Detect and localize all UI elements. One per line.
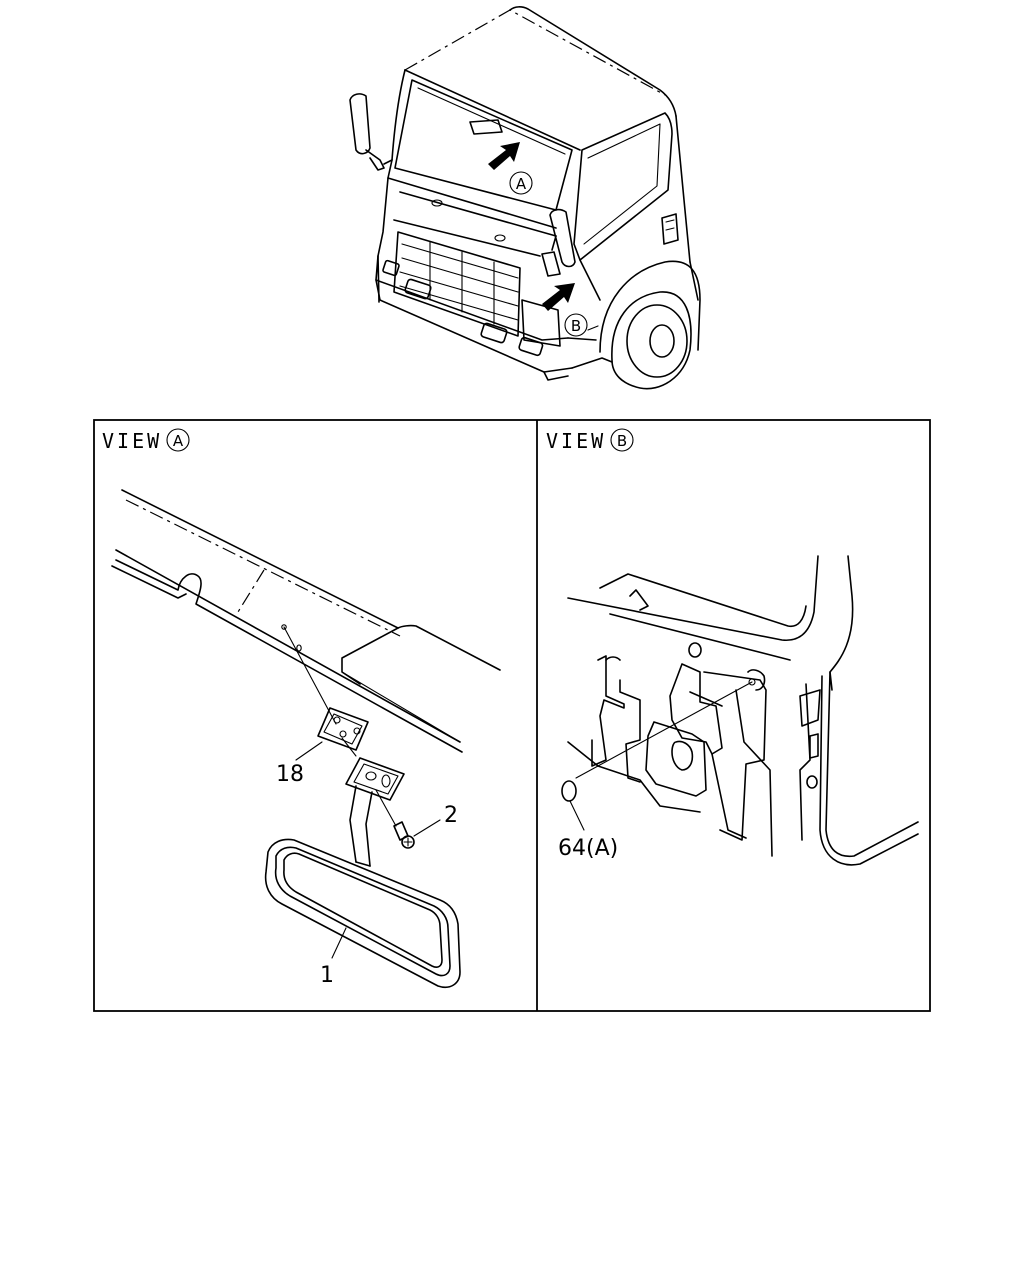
- truck-cab-overview: [349, 6, 701, 390]
- callout-18: 18: [276, 762, 304, 787]
- view-b-marker: B: [564, 313, 599, 337]
- view-a-panel: VIEW A 18: [102, 428, 501, 988]
- bracket-link-line: [341, 737, 357, 757]
- cab-pillar-structure: [567, 555, 919, 866]
- part-18-bracket: [317, 707, 369, 751]
- view-a-marker-letter: A: [516, 175, 527, 193]
- view-b-marker-letter: B: [571, 317, 581, 335]
- view-a-title: VIEW: [102, 429, 162, 453]
- leader-line-64a: [569, 800, 585, 831]
- leader-line-18: [295, 741, 323, 761]
- view-b-title-letter: B: [617, 432, 627, 450]
- mirror-mount-plate: [345, 757, 405, 801]
- view-b-title-marker: B: [610, 428, 634, 452]
- view-a-title-letter: A: [173, 432, 184, 450]
- part-64a-plug: [561, 780, 577, 802]
- callout-64a: 64(A): [558, 836, 618, 861]
- arrow-a-indicator: [488, 142, 520, 170]
- detail-frame: [93, 419, 931, 1012]
- part-1-rear-view-mirror: [264, 838, 461, 988]
- mirror-stay-arm: [349, 785, 373, 867]
- view-a-marker: A: [509, 171, 533, 195]
- part-2-screw: [375, 789, 415, 849]
- roof-header-panel: [111, 489, 501, 753]
- plug-hole: [748, 678, 756, 686]
- view-a-title-marker: A: [166, 428, 190, 452]
- leader-line-64a-hole: [575, 681, 753, 779]
- view-b-panel: VIEW B: [546, 428, 919, 866]
- leader-line-1: [331, 927, 347, 959]
- leader-line-2: [413, 819, 441, 837]
- leader-line-18-hole: [283, 626, 337, 725]
- arrow-b-indicator: [542, 283, 575, 311]
- view-b-title: VIEW: [546, 429, 606, 453]
- callout-1: 1: [320, 963, 334, 988]
- callout-2: 2: [444, 803, 458, 828]
